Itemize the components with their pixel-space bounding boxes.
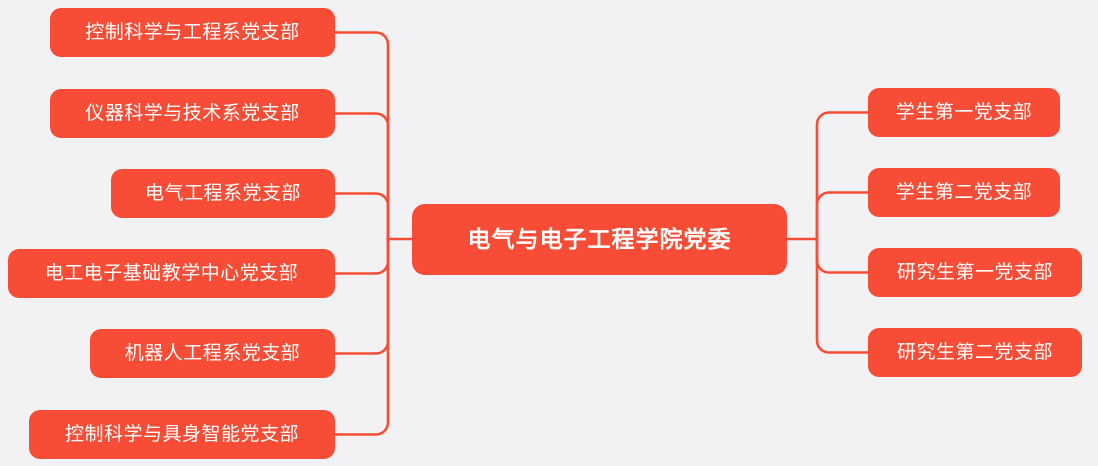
left-branch-node-4[interactable]: 电工电子基础教学中心党支部 (8, 249, 335, 298)
right-branch-node-2-label: 学生第二党支部 (895, 182, 1033, 203)
right-connector-4 (815, 239, 868, 354)
left-branch-node-2-label: 仪器科学与技术系党支部 (85, 103, 300, 124)
left-branch-node-5[interactable]: 机器人工程系党支部 (90, 329, 335, 378)
right-branch-node-3[interactable]: 研究生第一党支部 (868, 248, 1082, 297)
left-branch-node-1[interactable]: 控制科学与工程系党支部 (50, 8, 335, 57)
root-node-college-party-committee[interactable]: 电气与电子工程学院党委 (412, 204, 787, 275)
left-connector-5 (335, 239, 390, 355)
left-branch-node-3-label: 电气工程系党支部 (144, 183, 301, 204)
right-connector-2 (815, 191, 868, 239)
right-branch-node-2[interactable]: 学生第二党支部 (868, 168, 1060, 217)
left-connector-6 (335, 239, 390, 436)
left-connector-3 (335, 192, 390, 239)
left-branch-node-5-label: 机器人工程系党支部 (124, 343, 301, 364)
right-branch-node-4-label: 研究生第二党支部 (896, 342, 1053, 363)
right-branch-node-1[interactable]: 学生第一党支部 (868, 88, 1060, 137)
left-branch-node-6[interactable]: 控制科学与具身智能党支部 (29, 410, 335, 459)
left-branch-node-1-label: 控制科学与工程系党支部 (85, 22, 300, 43)
left-branch-node-4-label: 电工电子基础教学中心党支部 (44, 263, 299, 284)
left-connector-4 (335, 239, 390, 275)
right-branch-node-3-label: 研究生第一党支部 (896, 262, 1053, 283)
left-branch-node-2[interactable]: 仪器科学与技术系党支部 (50, 89, 335, 138)
right-connector-1 (815, 111, 868, 239)
left-branch-node-3[interactable]: 电气工程系党支部 (111, 169, 335, 218)
left-branch-node-6-label: 控制科学与具身智能党支部 (64, 424, 299, 445)
root-node-label: 电气与电子工程学院党委 (467, 226, 732, 252)
right-connector-3 (815, 239, 868, 274)
left-connector-2 (335, 112, 390, 239)
right-branch-node-1-label: 学生第一党支部 (895, 102, 1033, 123)
left-connector-1 (335, 31, 390, 239)
right-branch-node-4[interactable]: 研究生第二党支部 (868, 328, 1082, 377)
